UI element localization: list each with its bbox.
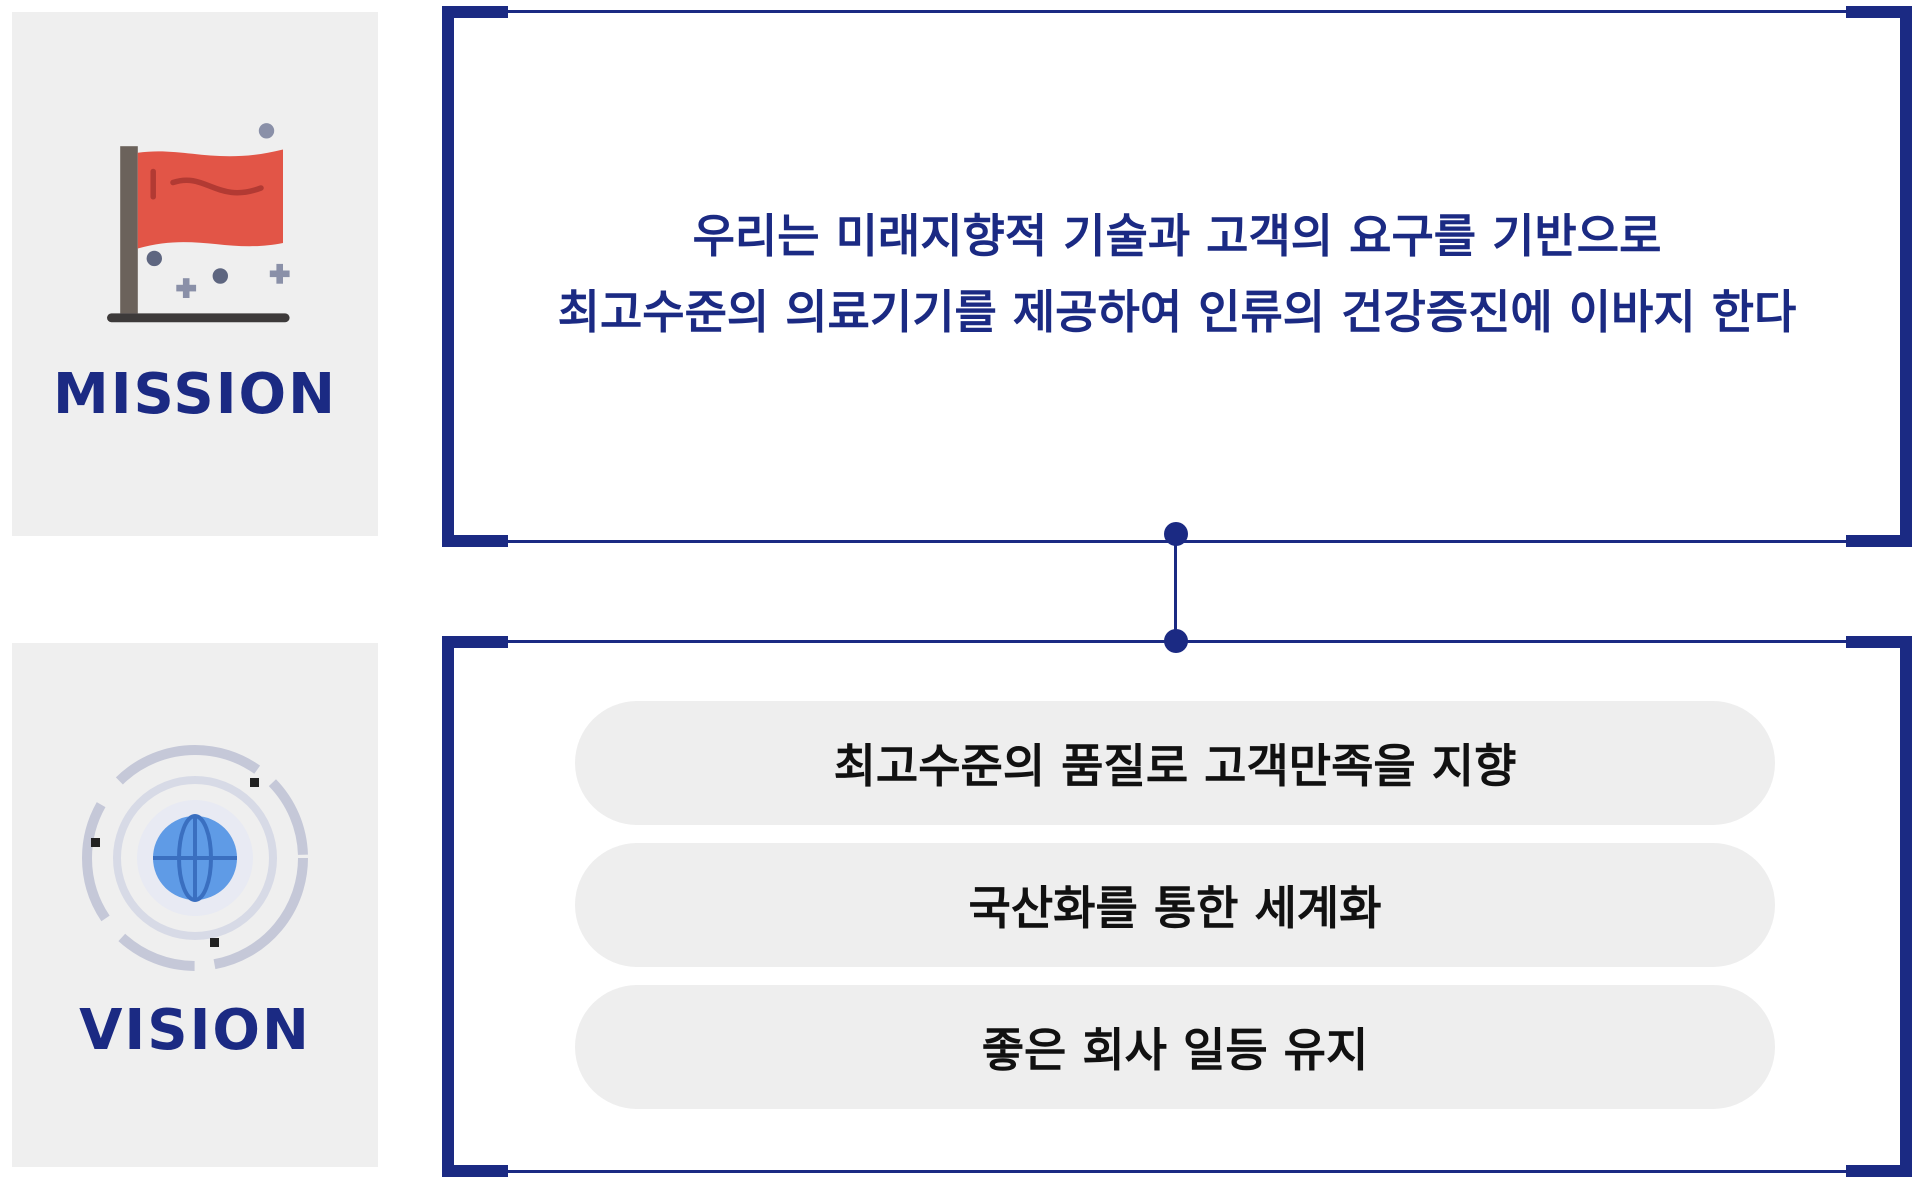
mission-line-2: 최고수준의 의료기기를 제공하여 인류의 건강증진에 이바지 한다 [557,285,1797,339]
frame-corner [1846,535,1912,547]
vision-frame: 최고수준의 품질로 고객만족을 지향 국산화를 통한 세계화 좋은 회사 일등 … [442,636,1912,1177]
mission-statement: 우리는 미래지향적 기술과 고객의 요구를 기반으로 최고수준의 의료기기를 제… [454,198,1900,350]
mission-line-1: 우리는 미래지향적 기술과 고객의 요구를 기반으로 [692,209,1662,263]
mission-title: MISSION [52,362,338,427]
vision-item: 국산화를 통한 세계화 [575,843,1775,967]
frame-corner [1846,1165,1912,1177]
frame-corner [442,535,508,547]
mission-frame: 우리는 미래지향적 기술과 고객의 요구를 기반으로 최고수준의 의료기기를 제… [442,6,1912,547]
vision-label-card: VISION [12,643,378,1167]
frame-corner [442,1165,508,1177]
mission-label-card: MISSION [12,12,378,536]
frame-corner [442,6,508,18]
vision-item: 최고수준의 품질로 고객만족을 지향 [575,701,1775,825]
frame-corner [442,636,508,648]
vision-item: 좋은 회사 일등 유지 [575,985,1775,1109]
frame-corner [1846,6,1912,18]
connector-line [1174,533,1177,641]
flag-icon [107,123,290,323]
frame-corner [1846,636,1912,648]
vision-title: VISION [79,998,311,1063]
globe-icon [82,745,308,971]
connector-dot-top [1164,522,1188,546]
